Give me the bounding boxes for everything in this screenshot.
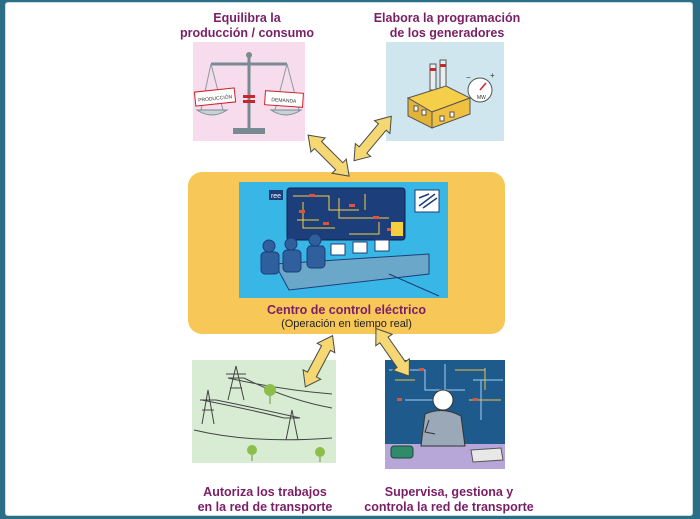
control-center-title: Centro de control eléctrico: [266, 303, 427, 317]
produccion-tag: PRODUCCIÓN: [198, 93, 233, 104]
operator-illustration: [385, 360, 505, 469]
mw-gauge-label: MW: [477, 95, 486, 101]
label-generator-scheduling: Elabora la programación de los generador…: [373, 11, 521, 40]
balance-scale-icon: PRODUCCIÓN DEMANDA: [193, 52, 304, 134]
label-authorize-works: Autoriza los trabajos en la red de trans…: [197, 485, 333, 514]
power-plant-icon: MW − +: [406, 59, 495, 129]
arrow-bottom-left: [296, 330, 342, 393]
arrow-top-left: [300, 127, 357, 184]
generator-illustration: MW − +: [386, 42, 504, 141]
arrow-bottom-right: [367, 322, 418, 383]
gauge-plus: +: [490, 71, 495, 80]
control-center-box: ree Centro de control eléctrico (Operaci…: [188, 172, 505, 334]
demanda-tag: DEMANDA: [271, 97, 297, 105]
label-balance: Equilibra la producción / consumo: [179, 11, 315, 40]
control-center-subtitle: (Operación en tiempo real): [281, 318, 412, 330]
label-supervise-network: Supervisa, gestiona y controla la red de…: [364, 485, 534, 514]
arrow-top-right: [345, 109, 400, 168]
control-room-icon: ree: [239, 182, 448, 298]
ree-logo-text: ree: [271, 193, 281, 200]
operator-phone-icon: [385, 360, 505, 469]
gauge-minus: −: [466, 73, 471, 82]
balance-scale-illustration: PRODUCCIÓN DEMANDA: [193, 42, 305, 141]
control-room-illustration: ree: [239, 182, 448, 298]
